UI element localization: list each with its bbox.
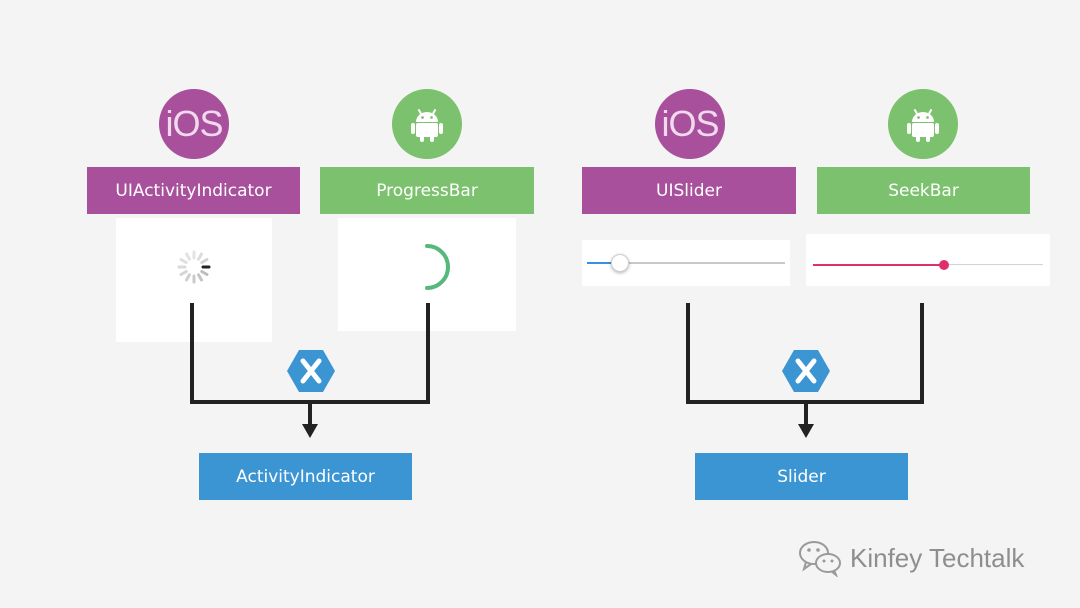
connector-right-down [804, 402, 808, 426]
connector-left-android [426, 303, 430, 404]
uiactivityindicator-preview [116, 218, 272, 342]
activityindicator-label: ActivityIndicator [199, 453, 412, 500]
android-badge-right [888, 89, 958, 159]
uislider-label: UISlider [582, 167, 796, 214]
activityindicator-text: ActivityIndicator [236, 466, 375, 487]
xamarin-x-icon [782, 350, 830, 392]
android-robot-icon [907, 108, 939, 142]
arrow-down-icon [798, 424, 814, 438]
connector-left-down [308, 402, 312, 426]
uislider-track-fill [587, 262, 619, 264]
android-robot-icon [411, 108, 443, 142]
wechat-icon [799, 541, 841, 577]
seekbar-preview [806, 234, 1050, 286]
connector-left-ios [190, 303, 194, 404]
uislider-thumb [610, 254, 629, 272]
uislider-track [587, 262, 785, 264]
seekbar-label: SeekBar [817, 167, 1030, 214]
progressbar-text: ProgressBar [376, 180, 478, 201]
arrow-down-icon [302, 424, 318, 438]
uislider-text: UISlider [656, 180, 722, 201]
slider-text: Slider [777, 466, 826, 487]
uiactivityindicator-text: UIActivityIndicator [115, 180, 272, 201]
connector-right-android [920, 303, 924, 404]
uislider-preview [582, 240, 790, 286]
watermark: Kinfey Techtalk [798, 536, 1024, 580]
android-badge-left [392, 89, 462, 159]
ios-badge-text: iOS [661, 103, 719, 144]
ios-badge-right: iOS [655, 89, 725, 159]
ios-badge-text: iOS [165, 103, 223, 144]
seekbar-track-fill [813, 264, 945, 266]
ios-badge-left: iOS [159, 89, 229, 159]
watermark-text: Kinfey Techtalk [850, 542, 1025, 573]
seekbar-text: SeekBar [888, 180, 959, 201]
ios-spinner-icon [177, 250, 211, 284]
connector-right-ios [686, 303, 690, 404]
seekbar-thumb [939, 260, 950, 270]
slider-label: Slider [695, 453, 908, 500]
android-progress-spinner-icon [425, 244, 450, 290]
progressbar-label: ProgressBar [320, 167, 534, 214]
xamarin-x-icon [287, 350, 335, 392]
uiactivityindicator-label: UIActivityIndicator [87, 167, 300, 214]
